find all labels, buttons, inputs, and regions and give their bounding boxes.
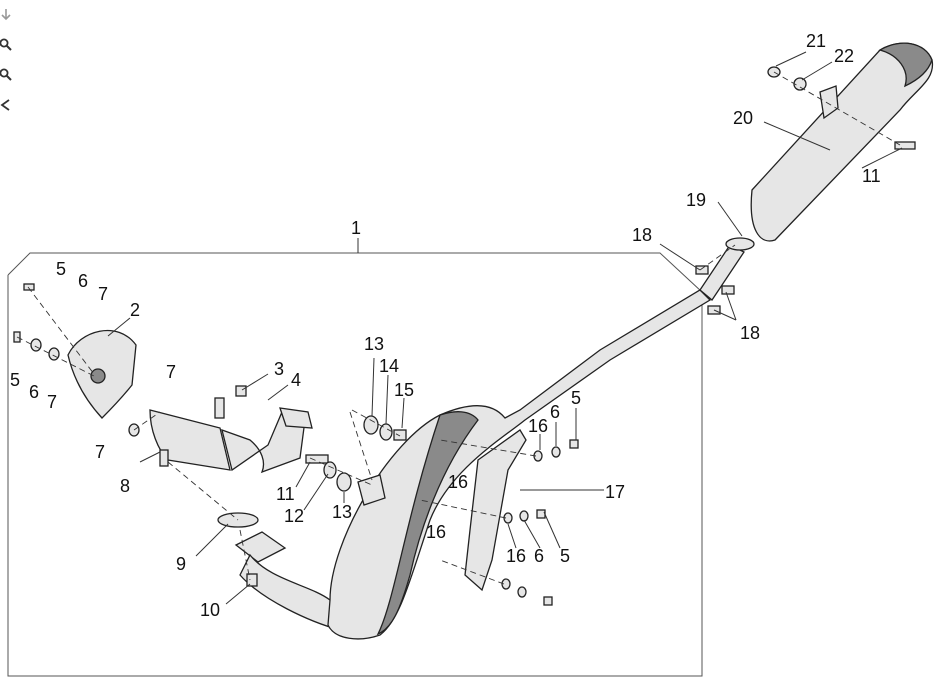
callout-7-left: 7: [47, 392, 57, 412]
silencer-mount-bracket: [819, 85, 839, 120]
washer-6-left: [30, 338, 42, 352]
callout-7-lower: 7: [95, 442, 105, 462]
callout-6-top-left: 6: [78, 271, 88, 291]
viewer-toolbar: [0, 0, 14, 120]
washer-7-left: [48, 347, 60, 361]
clip-bracket: [357, 474, 386, 506]
bolt-5-right-low: [543, 596, 553, 606]
callout-1: 1: [351, 218, 361, 238]
callout-14: 14: [379, 356, 399, 376]
zoom-in-button[interactable]: [0, 30, 14, 60]
callout-6-right-top: 6: [550, 402, 560, 422]
callout-18-lower: 18: [740, 323, 760, 343]
pan-button[interactable]: [0, 0, 14, 30]
callout-16-d: 16: [506, 546, 526, 566]
tail-pipe: [699, 244, 745, 301]
expansion-chamber: [327, 289, 712, 640]
header-flange: [234, 531, 287, 563]
manifold-stud-side: [159, 449, 169, 467]
manifold-stud-top: [214, 397, 225, 419]
callout-5-right-top: 5: [571, 388, 581, 408]
bolt-18-lower-a: [721, 285, 735, 295]
silencer-end-cap: [878, 42, 933, 88]
bolt-5-right-mid: [536, 509, 546, 519]
manifold-elbow: [221, 411, 306, 474]
bolt-11-mid: [305, 454, 329, 464]
nut-10: [246, 573, 258, 587]
callout-13-top: 13: [364, 334, 384, 354]
callout-12: 12: [284, 506, 304, 526]
callout-20: 20: [733, 108, 753, 128]
hardware-group: [13, 66, 916, 606]
washer-16-right-low: [501, 578, 511, 590]
callout-22: 22: [834, 46, 854, 66]
callout-13-low: 13: [332, 502, 352, 522]
chamber-shadow: [376, 411, 479, 636]
zoom-out-icon: [0, 68, 12, 81]
grommet-13-lower: [336, 472, 352, 492]
callout-6-right-low: 6: [534, 546, 544, 566]
callout-19: 19: [686, 190, 706, 210]
rear-bracket: [464, 429, 527, 592]
callout-labels: 1 2 3 4 5 5 5 5 6 6 6 6 7 7 7 7 8 9 10 1…: [10, 31, 881, 620]
manifold-flange-bracket: [279, 407, 313, 429]
callout-8: 8: [120, 476, 130, 496]
callout-5-left: 5: [10, 370, 20, 390]
callout-2: 2: [130, 300, 140, 320]
reset-view-icon: [0, 99, 10, 111]
callout-17: 17: [605, 482, 625, 502]
reset-view-button[interactable]: [0, 90, 14, 120]
callout-21: 21: [806, 31, 826, 51]
callout-16-a: 16: [528, 416, 548, 436]
bolt-5-top: [23, 283, 35, 291]
callout-7-mid: 7: [166, 362, 176, 382]
grommet-13-upper: [363, 415, 379, 435]
callout-18-upper: 18: [632, 225, 652, 245]
leader-lines: [107, 51, 903, 605]
callout-5-right-low: 5: [560, 546, 570, 566]
callout-10: 10: [200, 600, 220, 620]
washer-12: [323, 461, 337, 479]
callout-3: 3: [274, 359, 284, 379]
callout-5-top-left: 5: [56, 259, 66, 279]
callout-15: 15: [394, 380, 414, 400]
gasket-19: [725, 237, 755, 251]
header-pipe: [239, 553, 341, 631]
callout-7-top-left: 7: [98, 284, 108, 304]
callout-16-c: 16: [426, 522, 446, 542]
callout-4: 4: [291, 370, 301, 390]
nut-3: [235, 385, 247, 397]
washer-6-right-low: [517, 586, 527, 598]
zoom-in-icon: [0, 38, 12, 51]
spacer-22: [793, 77, 807, 91]
callout-6-left: 6: [29, 382, 39, 402]
callout-9: 9: [176, 554, 186, 574]
bolt-11-silencer: [894, 141, 916, 150]
bolt-15: [393, 429, 407, 441]
zoom-out-button[interactable]: [0, 60, 14, 90]
heat-shield-bolt-hole: [90, 368, 106, 384]
bolt-5-right-top: [569, 439, 579, 449]
washer-6-right-top: [551, 446, 561, 458]
callout-16-b: 16: [448, 472, 468, 492]
washer-6-right-mid: [519, 510, 529, 522]
bolt-18-upper: [695, 265, 709, 275]
callout-11-silencer: 11: [862, 166, 881, 186]
callout-11-mid: 11: [276, 484, 295, 504]
alignment-lines: [16, 71, 901, 585]
pan-icon: [1, 9, 11, 21]
